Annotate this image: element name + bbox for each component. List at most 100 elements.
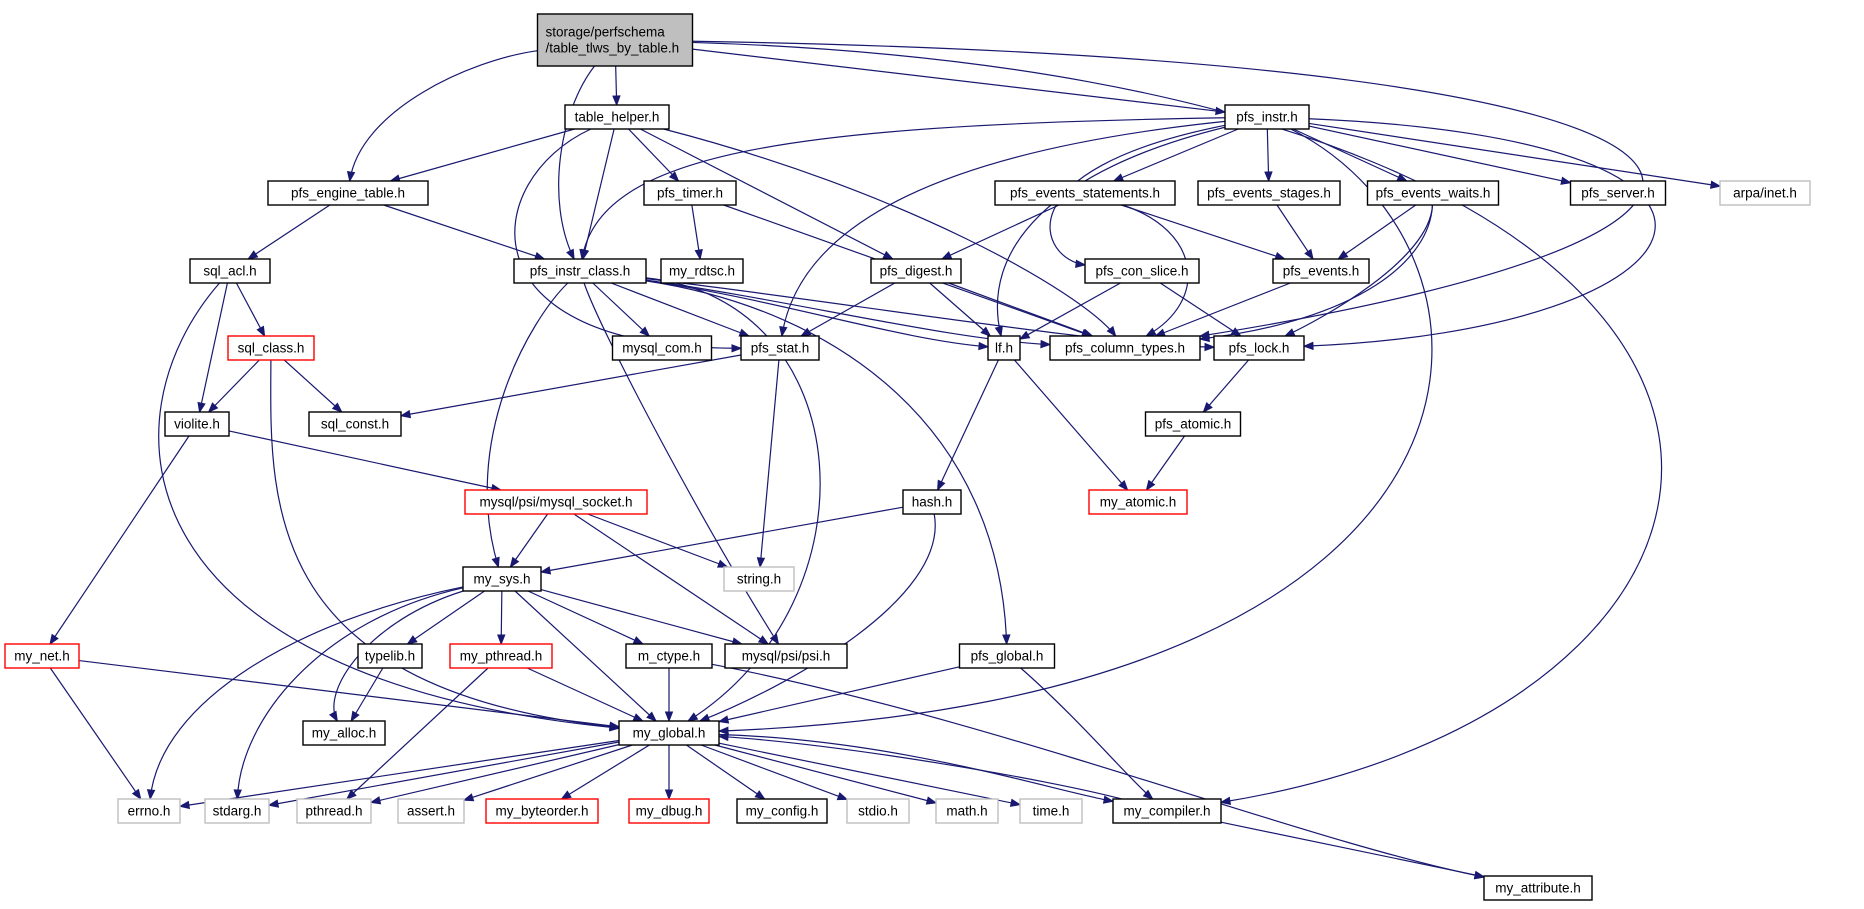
node-hash[interactable]: hash.h [902, 489, 962, 515]
node-sql-class[interactable]: sql_class.h [227, 335, 315, 361]
node-pfs-stat[interactable]: pfs_stat.h [740, 335, 820, 361]
edge-arrowhead-mysql_socket-to-my_sys [509, 556, 520, 569]
node-my-alloc[interactable]: my_alloc.h [302, 720, 386, 746]
edge-arrowhead-pfs_lock-to-pfs_atomic [1202, 402, 1213, 414]
edge-sql_acl-to-violite [199, 282, 228, 413]
edge-arrowhead-pfs_instr_class-to-lf [978, 341, 990, 351]
edge-pfs_instr-to-lf [996, 126, 1226, 337]
node-box [723, 566, 795, 592]
edge-arrowhead-pfs_events-to-pfs_column_types [1154, 328, 1166, 337]
node-box [117, 798, 181, 824]
node-my-pthread[interactable]: my_pthread.h [449, 643, 553, 669]
node-pfs-con-slice[interactable]: pfs_con_slice.h [1084, 258, 1200, 284]
node-label: math.h [946, 804, 987, 819]
node-label: time.h [1033, 804, 1070, 819]
node-label: my_sys.h [473, 572, 530, 587]
edge-pfs_global-to-my_compiler [1020, 667, 1154, 800]
node-label: assert.h [407, 804, 455, 819]
node-pfs-instr-class[interactable]: pfs_instr_class.h [513, 258, 647, 284]
node-my-atomic[interactable]: my_atomic.h [1088, 489, 1188, 515]
node-pfs-events-stages[interactable]: pfs_events_stages.h [1197, 180, 1341, 206]
edge-layer [49, 40, 1722, 880]
node-box [1049, 335, 1201, 361]
edge-arrowhead-my_pthread-to-my_global [632, 713, 645, 722]
edge-pfs_stat-to-string [759, 359, 780, 568]
node-pfs-atomic[interactable]: pfs_atomic.h [1144, 411, 1242, 437]
edge-my_sys-to-typelib [407, 590, 485, 645]
node-pfs-column-types[interactable]: pfs_column_types.h [1049, 335, 1201, 361]
node-pfs-events-waits[interactable]: pfs_events_waits.h [1366, 180, 1500, 206]
node-box [397, 798, 465, 824]
edge-arrowhead-my_global-to-pthread [369, 796, 382, 805]
node-my-byteorder[interactable]: my_byteorder.h [485, 798, 599, 824]
node-lf[interactable]: lf.h [987, 335, 1021, 361]
edge-my_pthread-to-my_global [526, 667, 644, 722]
node-label: pfs_server.h [1581, 186, 1655, 201]
node-table-helper[interactable]: table_helper.h [564, 104, 670, 130]
node-label: my_pthread.h [460, 649, 543, 664]
edge-mysql_socket-to-psi [573, 513, 769, 645]
edge-arrowhead-pfs_instr_class-to-psi [769, 633, 780, 646]
node-label: my_compiler.h [1123, 804, 1210, 819]
edge-pfs_engine_table-to-sql_acl [247, 204, 331, 260]
edge-arrowhead-typelib-to-my_alloc [350, 710, 360, 723]
edge-arrowhead-m_ctype-to-my_global [664, 711, 674, 723]
node-sql-acl[interactable]: sql_acl.h [189, 258, 271, 284]
edge-sql_class-to-violite [208, 359, 260, 413]
node-pfs-global[interactable]: pfs_global.h [958, 643, 1056, 669]
edge-arrowhead-root-to-pfs_engine_table [346, 170, 356, 183]
node-pfs-digest[interactable]: pfs_digest.h [870, 258, 962, 284]
node-box [464, 489, 648, 515]
edge-arrowhead-my_net-to-my_global [609, 721, 621, 730]
node-mysql-com[interactable]: mysql_com.h [611, 335, 713, 361]
edge-root-to-pfs_instr_class [558, 65, 596, 260]
node-root[interactable]: storage/perfschema/table_tlws_by_table.h [536, 13, 694, 67]
node-box [958, 643, 1056, 669]
edge-arrowhead-sql_class-to-violite [207, 402, 219, 413]
node-my-global[interactable]: my_global.h [618, 720, 720, 746]
edge-arrowhead-pfs_instr-to-pfs_events_statements [1112, 173, 1125, 182]
edge-pfs_digest-to-pfs_stat [800, 282, 896, 337]
node-label: my_rdtsc.h [669, 264, 735, 279]
node-typelib[interactable]: typelib.h [357, 643, 423, 669]
node-psi[interactable]: mysql/psi/psi.h [724, 643, 848, 669]
node-pfs-server[interactable]: pfs_server.h [1569, 180, 1667, 206]
node-my-sys[interactable]: my_sys.h [462, 566, 542, 592]
edge-arrowhead-violite-to-my_net [49, 633, 59, 646]
edge-pfs_events_statements-to-pfs_events [1121, 204, 1285, 260]
edge-my_global-to-time [718, 742, 1021, 806]
edge-arrowhead-my_pthread-to-pthread [345, 789, 357, 800]
node-pfs-lock[interactable]: pfs_lock.h [1213, 335, 1305, 361]
node-my-config[interactable]: my_config.h [736, 798, 828, 824]
node-pfs-timer[interactable]: pfs_timer.h [643, 180, 737, 206]
node-my-net[interactable]: my_net.h [4, 643, 80, 669]
node-sql-const[interactable]: sql_const.h [308, 411, 402, 437]
node-my-rdtsc[interactable]: my_rdtsc.h [660, 258, 744, 284]
edge-root-to-pfs_engine_table [349, 50, 538, 182]
edge-pfs_stat-to-sql_const [400, 354, 742, 417]
node-pfs-engine-table[interactable]: pfs_engine_table.h [267, 180, 429, 206]
edge-arrowhead-pfs_engine_table-to-sql_acl [247, 250, 259, 260]
edge-arrowhead-hash-to-my_sys [539, 566, 552, 575]
node-label: my_atomic.h [1100, 495, 1177, 510]
edge-pfs_digest-to-lf [929, 282, 991, 337]
node-label: pfs_events.h [1283, 264, 1360, 279]
node-pfs-instr[interactable]: pfs_instr.h [1224, 104, 1310, 130]
node-pfs-events[interactable]: pfs_events.h [1272, 258, 1370, 284]
edge-pfs_instr-to-pfs_lock [1303, 118, 1656, 347]
node-box [564, 104, 670, 130]
node-violite[interactable]: violite.h [164, 411, 230, 437]
node-my-compiler[interactable]: my_compiler.h [1112, 798, 1222, 824]
node-box [935, 798, 999, 824]
node-my-attribute[interactable]: my_attribute.h [1483, 875, 1593, 901]
node-pfs-events-statements[interactable]: pfs_events_statements.h [994, 180, 1176, 206]
node-m-ctype[interactable]: m_ctype.h [625, 643, 713, 669]
edge-arrowhead-my_global-to-errno [178, 800, 191, 810]
node-my-dbug[interactable]: my_dbug.h [628, 798, 710, 824]
edge-arrowhead-my_sys-to-my_pthread [497, 634, 506, 646]
node-mysql-socket[interactable]: mysql/psi/mysql_socket.h [464, 489, 648, 515]
edge-my_sys-to-stdarg [236, 587, 464, 800]
node-box [1719, 180, 1811, 206]
node-box [1272, 258, 1370, 284]
edge-arrowhead-root-to-pfs_instr_class [566, 248, 575, 261]
